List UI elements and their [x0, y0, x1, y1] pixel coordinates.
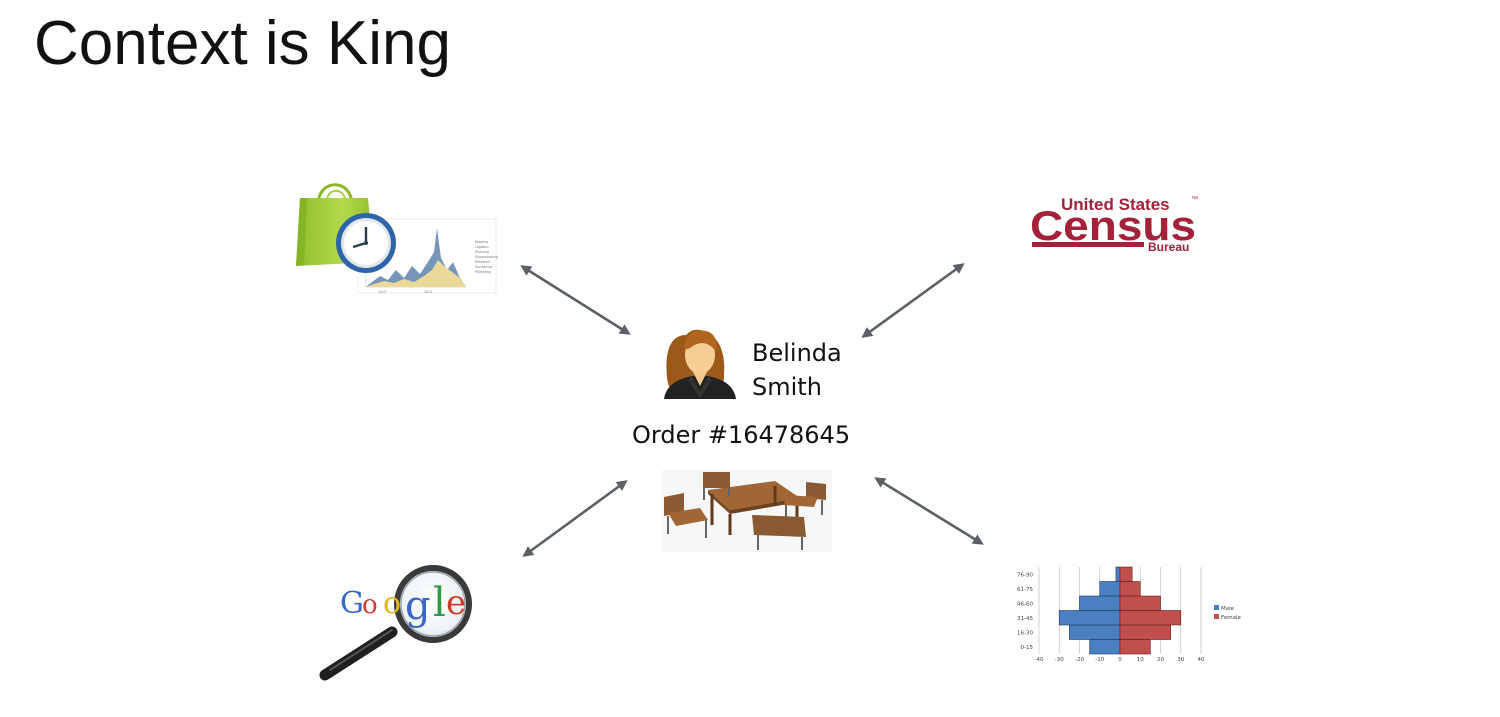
google-logo: G o o g l e [340, 580, 466, 629]
pyramid-x-tick: 20 [1157, 657, 1164, 663]
pyramid-x-tick: -10 [1095, 657, 1104, 663]
arrows [520, 263, 984, 557]
patio-furniture-image [662, 470, 832, 552]
pyramid-x-tick: -30 [1055, 657, 1064, 663]
chart-legend-entry: Research [475, 260, 490, 264]
population-pyramid-chart: -40 -30 -20 -10 0 10 20 30 40 0-15 16-30 31-45 46-60… [1017, 566, 1242, 663]
census-logo-trademark: ™ [1191, 196, 1198, 203]
census-bureau-logo: United States ™ Census Bureau [1030, 195, 1198, 254]
pyramid-bar-male [1099, 581, 1121, 597]
pyramid-legend-swatch-female [1214, 614, 1219, 619]
pyramid-legend-swatch-male [1214, 605, 1219, 610]
chart-x-tick: 2013 [378, 290, 386, 294]
pyramid-bar-male [1089, 639, 1121, 655]
pyramid-legend-female: Female [1221, 615, 1242, 621]
clock-icon [336, 213, 396, 273]
pyramid-bar-female [1119, 566, 1133, 582]
pyramid-age-label: 31-45 [1017, 616, 1033, 622]
pyramid-age-label: 0-15 [1021, 645, 1034, 651]
pyramid-x-tick: 10 [1137, 657, 1144, 663]
google-letter: o [362, 590, 378, 620]
census-logo-line1: United States [1061, 195, 1170, 214]
pyramid-bar-female [1119, 581, 1141, 597]
google-letter: o [383, 586, 401, 621]
pyramid-bar-male [1079, 595, 1121, 611]
pyramid-bar-female [1119, 624, 1171, 640]
pyramid-bar-male [1058, 610, 1121, 626]
chart-legend-entry: Planning [475, 250, 489, 254]
chart-x-tick: 2014 [424, 290, 432, 294]
pyramid-age-label: 76-90 [1017, 572, 1033, 578]
customer-first-name: Belinda [752, 339, 842, 367]
chart-legend-entry: Logistics [475, 245, 489, 249]
pyramid-x-tick: 40 [1198, 657, 1205, 663]
customer-avatar [664, 329, 736, 399]
pyramid-x-tick: -40 [1035, 657, 1044, 663]
pyramid-bar-female [1119, 595, 1161, 611]
chart-legend: Reading Logistics Planning Disseminating… [475, 240, 498, 274]
chart-legend-entry: Reading [475, 240, 488, 244]
pyramid-bar-female [1119, 639, 1151, 655]
pyramid-bar-male [1069, 624, 1121, 640]
pyramid-bar-female [1119, 610, 1182, 626]
arrow-shopping [520, 265, 631, 335]
activity-chart: Reading Logistics Planning Disseminating… [357, 218, 498, 294]
google-letter: e [446, 583, 466, 623]
chart-legend-entry: Marketing [475, 270, 491, 274]
google-letter: G [340, 586, 364, 621]
order-number: Order #16478645 [632, 421, 850, 449]
arrow-google [522, 480, 628, 557]
google-letter: l [433, 580, 446, 626]
customer-last-name: Smith [752, 373, 822, 401]
google-search-image: G o o g l e [319, 565, 472, 681]
pyramid-bar-male [1115, 566, 1121, 582]
census-logo-line2: Census [1030, 202, 1196, 249]
pyramid-age-label: 16-30 [1017, 630, 1033, 636]
pyramid-x-tick: -20 [1075, 657, 1084, 663]
chart-legend-entry: Socializing [475, 265, 492, 269]
chart-legend-entry: Disseminating [475, 255, 498, 259]
pyramid-x-tick: 0 [1118, 657, 1122, 663]
pyramid-x-tick: 30 [1177, 657, 1184, 663]
arrow-census [861, 263, 965, 338]
google-letter: g [405, 583, 431, 629]
shopping-analytics-image: Reading Logistics Planning Disseminating… [296, 183, 498, 294]
arrow-pyramid [874, 477, 984, 545]
slide-title: Context is King [34, 9, 451, 78]
pyramid-age-label: 46-60 [1017, 601, 1033, 607]
census-logo-line3: Bureau [1148, 240, 1189, 254]
pyramid-age-label: 61-75 [1017, 587, 1033, 593]
pyramid-legend-male: Male [1221, 606, 1235, 612]
